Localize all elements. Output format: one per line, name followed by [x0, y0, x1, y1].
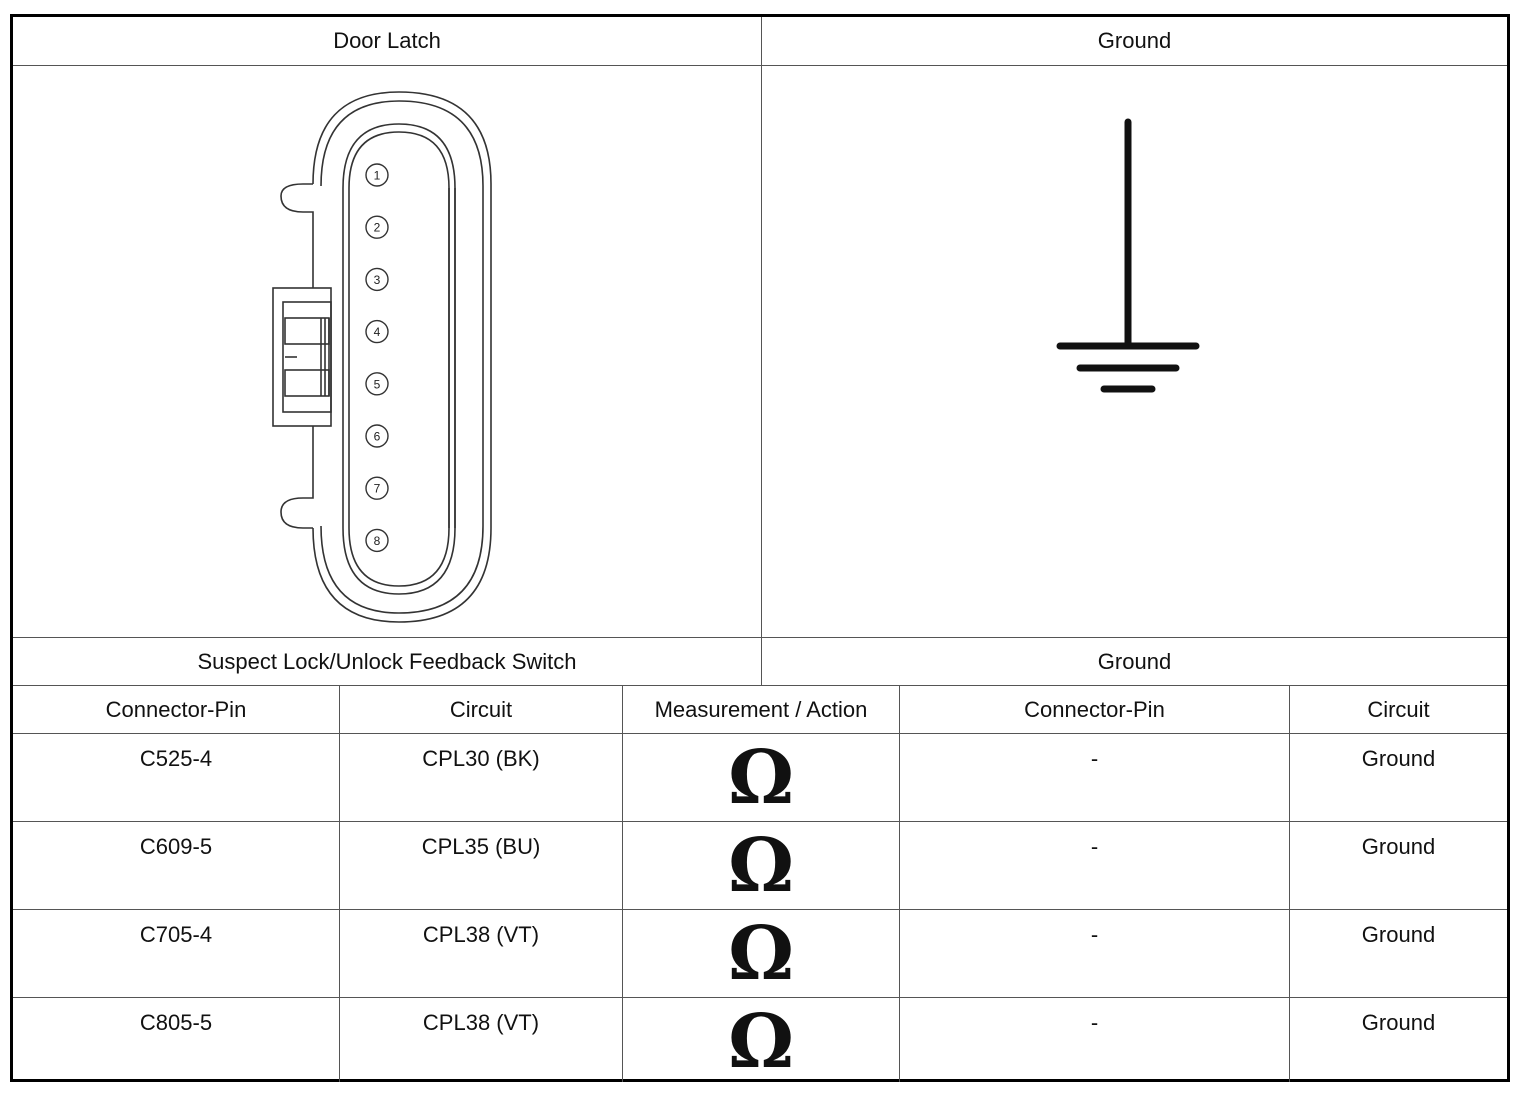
grid-line — [13, 65, 1507, 66]
ohm-icon: Ω — [728, 911, 794, 997]
table-cell-measurement: Ω — [623, 822, 899, 909]
ohm-icon: Ω — [728, 823, 794, 909]
column-header-circuit: Circuit — [449, 697, 513, 722]
table-cell-circuit-2: Ground — [1361, 746, 1436, 771]
connector-face-icon: 1 2 3 4 5 6 7 8 — [272, 91, 492, 623]
test-table-frame: Door Latch Ground — [10, 14, 1510, 1082]
ohm-icon: Ω — [728, 999, 794, 1085]
table-cell-measurement: Ω — [623, 910, 899, 997]
connector-pin-5: 5 — [365, 372, 389, 396]
column-header-connector-pin-2: Connector-Pin — [1024, 697, 1165, 722]
connector-pin-label: 4 — [374, 325, 381, 339]
subheader-ground: Ground — [1097, 649, 1172, 674]
ground-symbol-diagram — [762, 66, 1507, 637]
table-cell-circuit: CPL38 (VT) — [422, 922, 540, 947]
column-header-connector-pin: Connector-Pin — [105, 697, 247, 722]
grid-line — [13, 909, 1507, 910]
grid-line — [761, 17, 762, 685]
table-cell-pin-2: - — [1090, 834, 1099, 859]
connector-pin-6: 6 — [365, 424, 389, 448]
table-cell-pin: C609-5 — [139, 834, 213, 859]
table-cell-pin-2: - — [1090, 922, 1099, 947]
table-cell-circuit: CPL30 (BK) — [422, 746, 540, 771]
connector-pin-label: 6 — [374, 430, 381, 444]
column-header-circuit-2: Circuit — [1367, 697, 1430, 722]
table-cell-pin: C525-4 — [139, 746, 213, 771]
grid-line — [13, 821, 1507, 822]
connector-pin-label: 2 — [374, 221, 381, 235]
grid-line — [13, 637, 1507, 638]
column-header-measurement: Measurement / Action — [654, 697, 868, 722]
table-cell-pin-2: - — [1090, 746, 1099, 771]
connector-pin-8: 8 — [365, 528, 389, 553]
connector-pin-4: 4 — [365, 319, 389, 344]
connector-pin-label: 3 — [374, 273, 381, 287]
grid-line — [13, 733, 1507, 734]
table-cell-pin: C805-5 — [139, 1010, 213, 1035]
subheader-suspect-switch: Suspect Lock/Unlock Feedback Switch — [197, 649, 577, 674]
connector-pin-2: 2 — [365, 215, 389, 239]
table-cell-pin-2: - — [1090, 1010, 1099, 1035]
connector-pin-label: 7 — [374, 482, 381, 496]
grid-line — [622, 685, 623, 1082]
ohm-icon: Ω — [728, 735, 794, 821]
header-ground: Ground — [1097, 28, 1172, 53]
grid-line — [899, 685, 900, 1082]
table-cell-circuit: CPL38 (VT) — [422, 1010, 540, 1035]
grid-line — [1289, 685, 1290, 1082]
connector-pin-1: 1 — [365, 163, 389, 187]
table-cell-measurement: Ω — [623, 734, 899, 821]
door-latch-connector-diagram: 1 2 3 4 5 6 7 8 — [13, 66, 761, 637]
connector-pin-7: 7 — [365, 476, 389, 500]
table-cell-circuit-2: Ground — [1361, 1010, 1436, 1035]
grid-line — [13, 685, 1507, 686]
table-cell-circuit-2: Ground — [1361, 922, 1436, 947]
table-cell-circuit: CPL35 (BU) — [421, 834, 541, 859]
grid-line — [339, 685, 340, 1082]
connector-pin-label: 5 — [374, 377, 381, 391]
table-cell-pin: C705-4 — [139, 922, 213, 947]
header-door-latch: Door Latch — [333, 28, 441, 53]
grid-line — [13, 997, 1507, 998]
connector-pin-3: 3 — [365, 267, 389, 292]
connector-pin-label: 1 — [374, 169, 381, 183]
connector-pin-label: 8 — [374, 534, 381, 548]
table-cell-measurement: Ω — [623, 998, 899, 1082]
table-cell-circuit-2: Ground — [1361, 834, 1436, 859]
ground-symbol-icon — [1056, 118, 1200, 393]
